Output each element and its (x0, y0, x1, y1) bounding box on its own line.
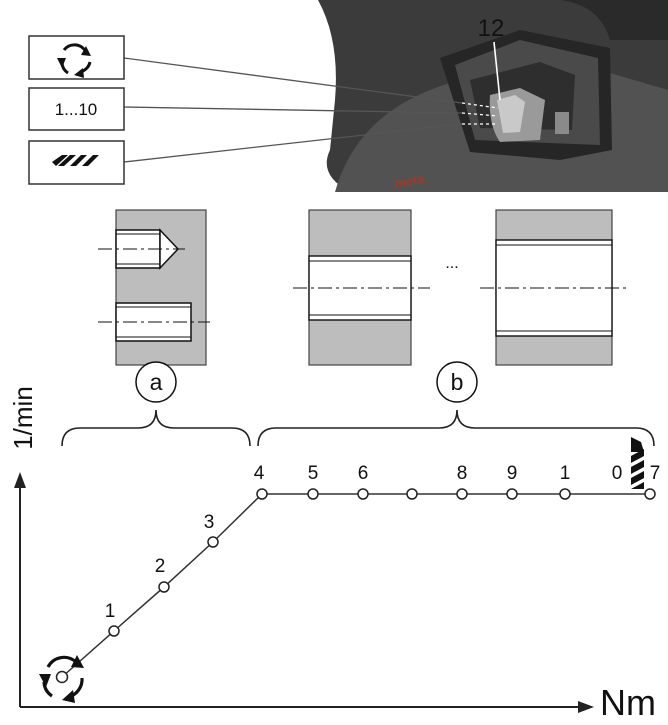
point-labels: 1 2 3 4 5 6 8 9 1 0 7 (105, 463, 661, 622)
photo-brand-text: meta (393, 171, 426, 191)
group-label-b: b (436, 361, 478, 403)
callout-leader (493, 41, 501, 101)
y-axis-label: 1/min (8, 386, 38, 450)
origin-rotation-icon (39, 655, 84, 703)
point-label: 2 (155, 556, 166, 577)
rotation-arrows-icon (57, 43, 92, 78)
point-label: 5 (308, 463, 319, 484)
leader-lines (123, 57, 499, 163)
section-b-large (480, 209, 630, 366)
speed-torque-curve (61, 493, 650, 678)
section-a (98, 209, 210, 366)
mode-box-torque: 1...10 (28, 87, 125, 131)
point-label: 8 (457, 463, 468, 484)
mode-box-rotation (28, 35, 125, 80)
x-axis-label: Nm (600, 682, 656, 720)
point-label: 9 (507, 463, 518, 484)
torque-range-label: 1...10 (55, 100, 98, 119)
mode-box-drill (28, 140, 125, 185)
section-b-small (293, 209, 430, 366)
chart-axes (14, 472, 594, 713)
svg-text:a: a (150, 369, 163, 395)
group-label-a: a (135, 361, 177, 403)
callout-number: 12 (478, 15, 505, 42)
point-label: 0 (612, 463, 623, 484)
point-label: 3 (204, 512, 215, 533)
point-label: 6 (358, 463, 369, 484)
point-label: 1 (560, 463, 571, 484)
point-label: 1 (105, 601, 116, 622)
svg-text:b: b (451, 369, 464, 395)
curve-points (55, 488, 656, 684)
point-label: 7 (650, 463, 661, 484)
drill-mode-icon (631, 437, 644, 489)
ellipsis: ... (445, 255, 458, 272)
point-label: 4 (254, 463, 265, 484)
braces (61, 409, 655, 447)
drill-bit-icon (52, 155, 99, 166)
